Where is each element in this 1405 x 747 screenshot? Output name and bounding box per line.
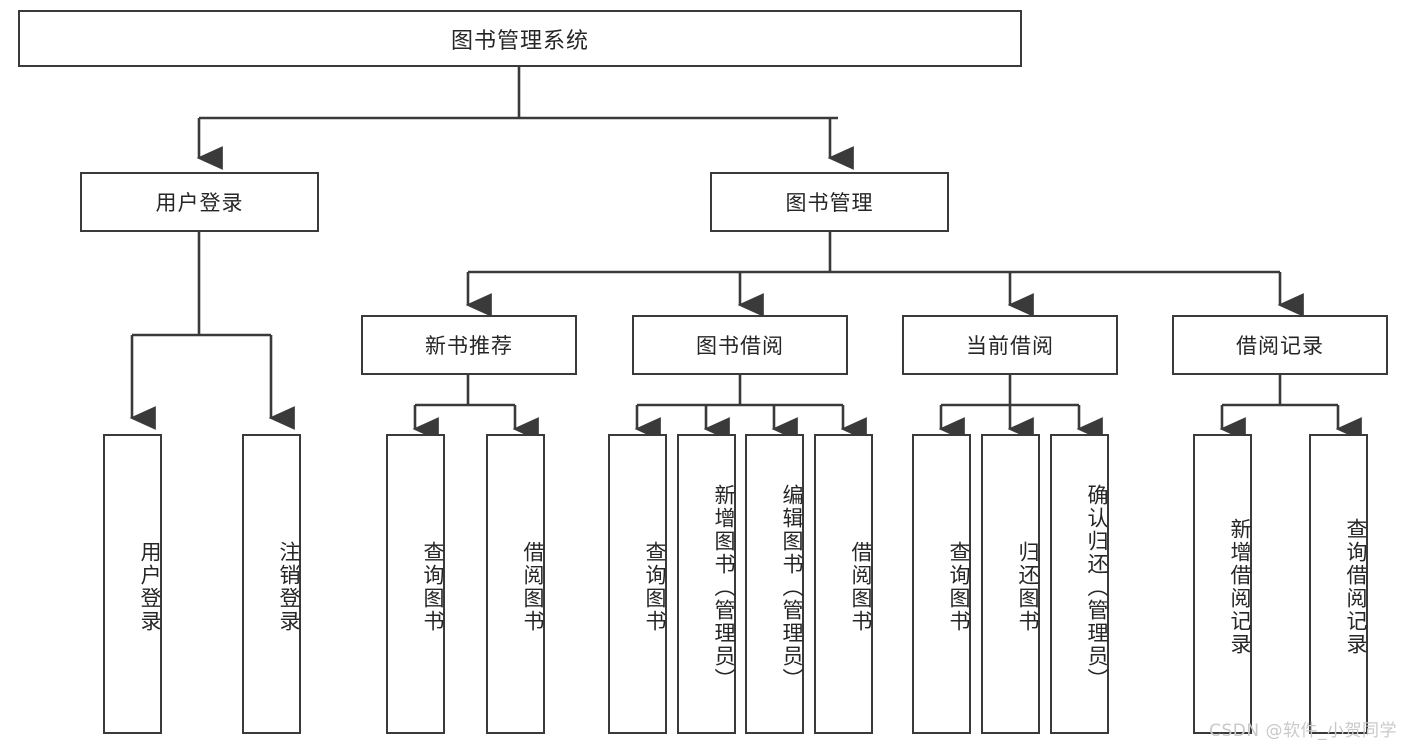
node-book-management-group[interactable]: 图书管理 — [710, 172, 949, 232]
node-leaf-query-book-recommend[interactable]: 查询图书 — [386, 434, 445, 734]
node-leaf-logout[interactable]: 注销登录 — [242, 434, 301, 734]
node-borrow-record[interactable]: 借阅记录 — [1172, 315, 1388, 375]
node-leaf-query-book-current[interactable]: 查询图书 — [912, 434, 971, 734]
node-leaf-return-book[interactable]: 归还图书 — [981, 434, 1040, 734]
node-book-borrow[interactable]: 图书借阅 — [632, 315, 848, 375]
node-leaf-add-borrow-record[interactable]: 新增借阅记录 — [1193, 434, 1252, 734]
node-user-login-group[interactable]: 用户登录 — [80, 172, 319, 232]
watermark-credit: CSDN @软件_小贺同学 — [1209, 721, 1397, 741]
node-root-system[interactable]: 图书管理系统 — [18, 10, 1022, 67]
node-current-borrow[interactable]: 当前借阅 — [902, 315, 1118, 375]
node-leaf-confirm-return-admin[interactable]: 确认归还（管理员） — [1050, 434, 1109, 734]
node-leaf-borrow-book-recommend[interactable]: 借阅图书 — [486, 434, 545, 734]
node-leaf-add-book-admin[interactable]: 新增图书（管理员） — [677, 434, 736, 734]
node-leaf-user-login[interactable]: 用户登录 — [103, 434, 162, 734]
node-leaf-borrow-book[interactable]: 借阅图书 — [814, 434, 873, 734]
node-leaf-edit-book-admin[interactable]: 编辑图书（管理员） — [745, 434, 804, 734]
node-new-book-recommend[interactable]: 新书推荐 — [361, 315, 577, 375]
node-leaf-query-book-borrow[interactable]: 查询图书 — [608, 434, 667, 734]
node-leaf-query-borrow-record[interactable]: 查询借阅记录 — [1309, 434, 1368, 734]
